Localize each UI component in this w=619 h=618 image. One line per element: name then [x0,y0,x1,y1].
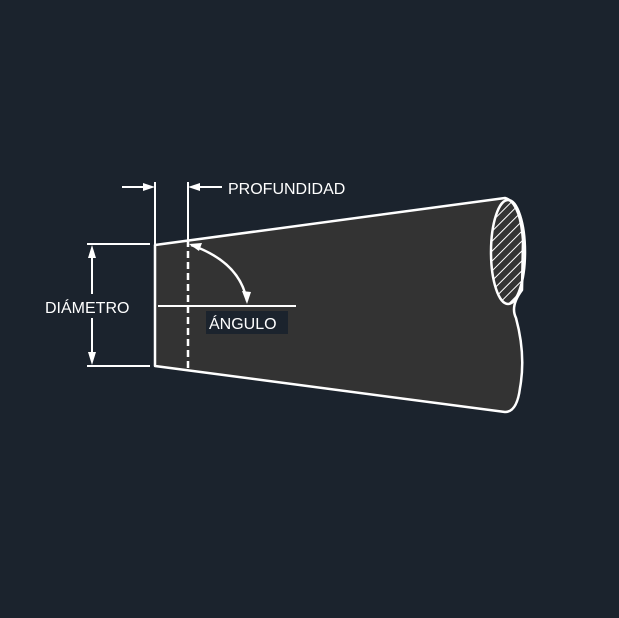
depth-arrow-right [188,183,200,191]
section-hatch [489,198,527,306]
depth-label: PROFUNDIDAD [228,181,345,198]
diameter-arrow-top [88,245,96,258]
angle-arrow-end [242,291,251,304]
diameter-arrow-bottom [88,352,96,365]
diameter-label-background [44,294,140,318]
angle-label: ÁNGULO [209,314,277,333]
angle-label-background [206,311,288,334]
diameter-label: DIÁMETRO [45,298,129,317]
angle-arrow-start [189,243,202,251]
depth-arrow-left [143,183,155,191]
